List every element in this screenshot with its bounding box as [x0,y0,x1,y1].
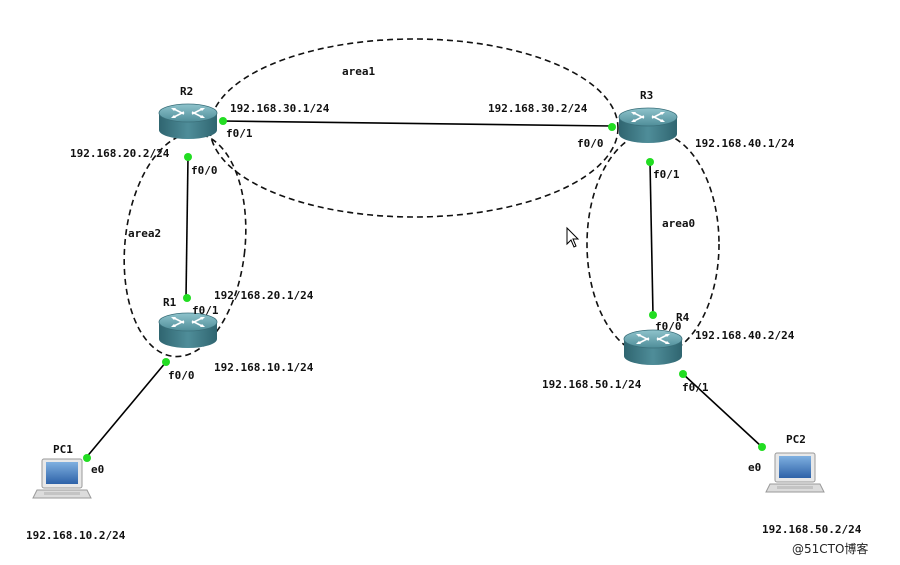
port-label-r3-f01: f0/1 [653,168,680,181]
ip-label-r2-f01: 192.168.30.1/24 [230,102,330,115]
router-r2[interactable] [158,103,218,140]
port-label-r2-f01: f0/1 [226,127,253,140]
link-r3-r4 [649,161,654,316]
router-r1[interactable] [158,312,218,349]
port-dot-r2-f00[interactable] [184,153,192,161]
port-label-pc2-e0: e0 [748,461,761,474]
port-label-r4-f01: f0/1 [682,381,709,394]
port-dot-r3-f00[interactable] [608,123,616,131]
port-label-pc1-e0: e0 [91,463,104,476]
ip-label-r2-f00: 192.168.20.2/24 [70,147,170,160]
device-label-pc2: PC2 [786,433,806,446]
pc1-laptop[interactable] [32,458,92,499]
area1-boundary [209,38,619,218]
port-label-r1-f00: f0/0 [168,369,195,382]
ip-label-pc2-e0: 192.168.50.2/24 [762,523,862,536]
port-label-r4-f00: f0/0 [655,320,682,333]
device-label-r1: R1 [163,296,177,309]
link-r1-pc1 [84,361,167,460]
port-dot-r1-f01[interactable] [183,294,191,302]
device-label-r2: R2 [180,85,193,98]
router-r4[interactable] [623,329,683,366]
area-label-area2: area2 [128,227,161,240]
port-dot-r1-f00[interactable] [162,358,170,366]
area-label-area0: area0 [662,217,695,230]
port-label-r2-f00: f0/0 [191,164,218,177]
mouse-cursor-icon [566,226,580,248]
link-r2-r1 [185,156,189,299]
ip-label-r3-f00: 192.168.30.2/24 [488,102,588,115]
device-label-r4: R4 [676,311,690,324]
device-label-pc1: PC1 [53,443,73,456]
area-label-area1: area1 [342,65,375,78]
area0-boundary [586,131,720,357]
ip-label-r3-f01: 192.168.40.1/24 [695,137,795,150]
ip-label-pc1-e0: 192.168.10.2/24 [26,529,126,542]
link-r2-r3 [221,120,613,127]
port-label-r1-f01: f0/1 [192,304,219,317]
port-dot-r2-f01[interactable] [219,117,227,125]
port-dot-r3-f01[interactable] [646,158,654,166]
port-dot-r4-f00[interactable] [649,311,657,319]
ip-label-r1-f00: 192.168.10.1/24 [214,361,314,374]
link-r4-pc2 [682,373,763,448]
port-label-r3-f00: f0/0 [577,137,604,150]
ip-label-r4-f00: 192.168.40.2/24 [695,329,795,342]
ip-label-r1-f01: 192/168.20.1/24 [214,289,314,302]
port-dot-pc2-e0[interactable] [758,443,766,451]
pc2-laptop[interactable] [765,452,825,493]
router-r3[interactable] [618,107,678,144]
watermark: @51CTO博客 [792,541,868,556]
port-dot-pc1-e0[interactable] [83,454,91,462]
port-dot-r4-f01[interactable] [679,370,687,378]
ip-label-r4-f01: 192.168.50.1/24 [542,378,642,391]
device-label-r3: R3 [640,89,653,102]
